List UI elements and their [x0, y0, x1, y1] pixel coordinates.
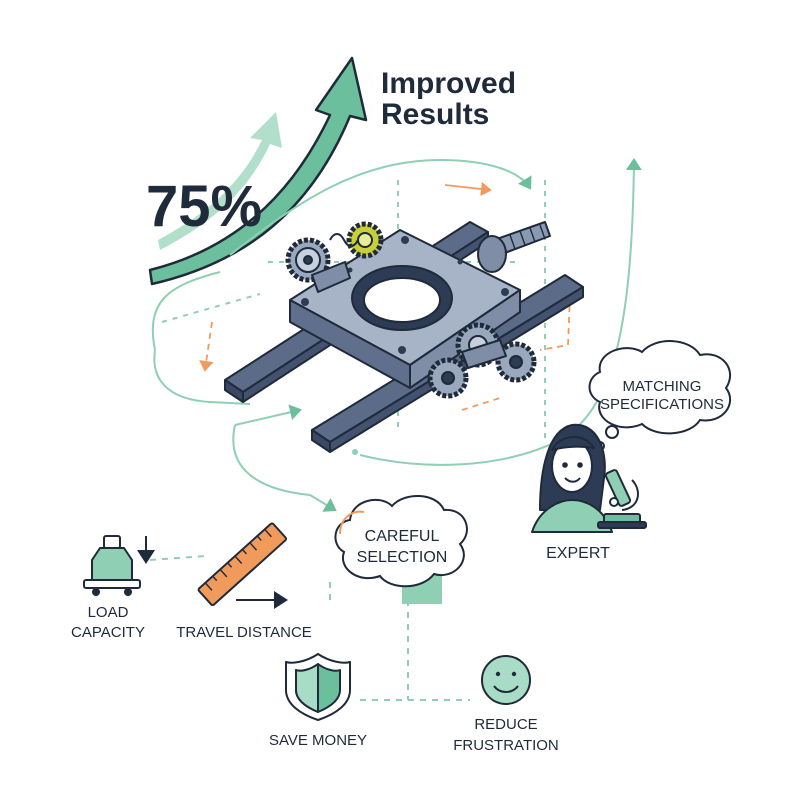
smiley-icon — [481, 655, 531, 705]
linear-stage-illustration — [224, 221, 584, 453]
selection-line1: CAREFUL — [365, 528, 440, 545]
shield-icon — [285, 653, 351, 721]
growth-arrow — [148, 56, 368, 286]
thought-line2: SPECIFICATIONS — [600, 396, 724, 413]
motion-arrows — [199, 181, 571, 411]
microscope-icon — [597, 469, 647, 529]
expert-avatar — [531, 423, 613, 533]
reduce-line1: REDUCE — [474, 716, 537, 733]
save-money-label: SAVE MONEY — [269, 732, 367, 749]
headline-line1: Improved — [381, 67, 516, 100]
scale-icon — [83, 535, 155, 596]
selection-line2: SELECTION — [357, 549, 448, 566]
reduce-line2: FRUSTRATION — [453, 737, 559, 754]
load-line2: CAPACITY — [71, 624, 145, 641]
headline-line2: Results — [381, 98, 489, 131]
expert-label: EXPERT — [546, 545, 610, 562]
thought-line1: MATCHING — [623, 378, 702, 395]
travel-label: TRAVEL DISTANCE — [176, 624, 312, 641]
thought-bubble — [588, 340, 732, 451]
percent-stat: 75% — [146, 174, 262, 239]
gear-icon — [427, 322, 537, 399]
gear-icon — [285, 221, 384, 293]
ruler-icon — [197, 522, 288, 609]
selection-cloud — [334, 494, 468, 604]
load-line1: LOAD — [88, 604, 129, 621]
